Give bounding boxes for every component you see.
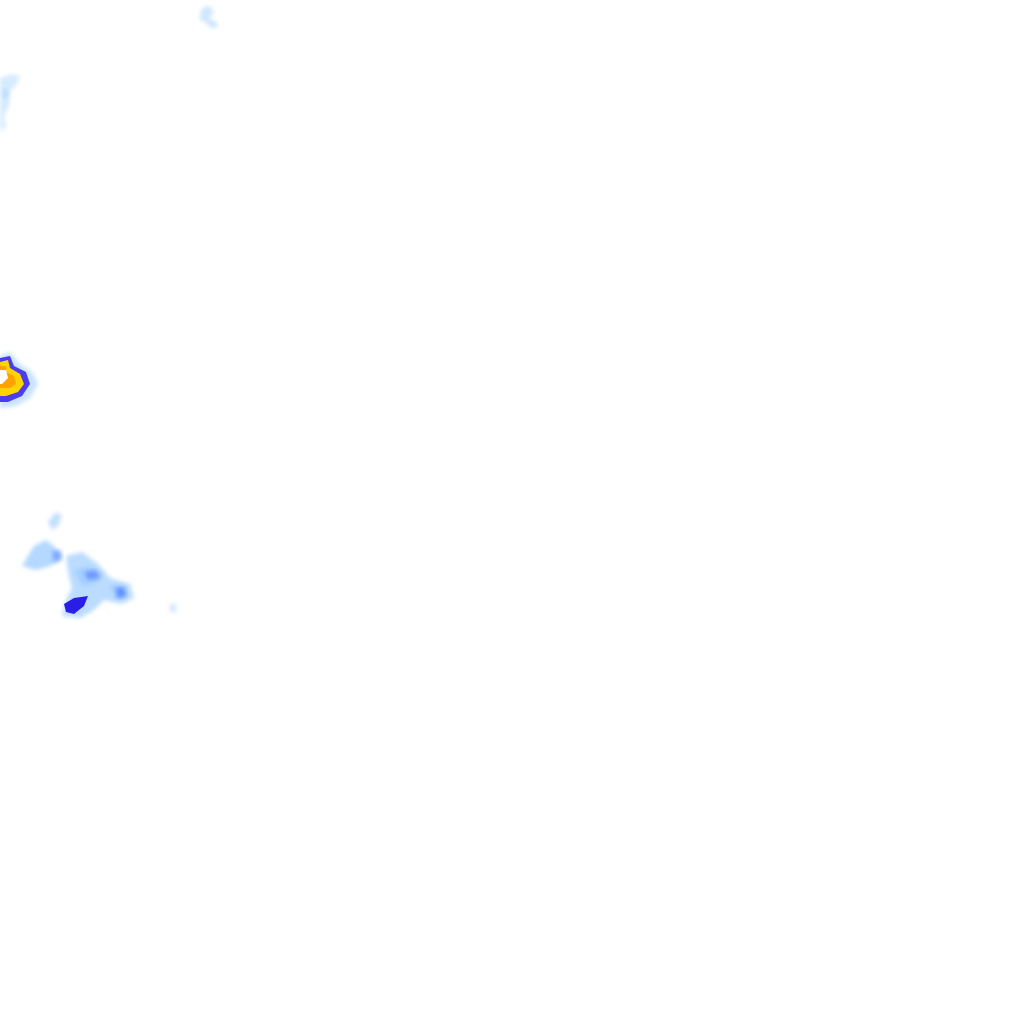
- echo-cell-strong-west: [0, 352, 38, 408]
- echo-cell-top-left-edge: [0, 74, 20, 130]
- echo-cell-cluster-southwest: [22, 512, 176, 618]
- echo-cell-top-north: [199, 6, 219, 28]
